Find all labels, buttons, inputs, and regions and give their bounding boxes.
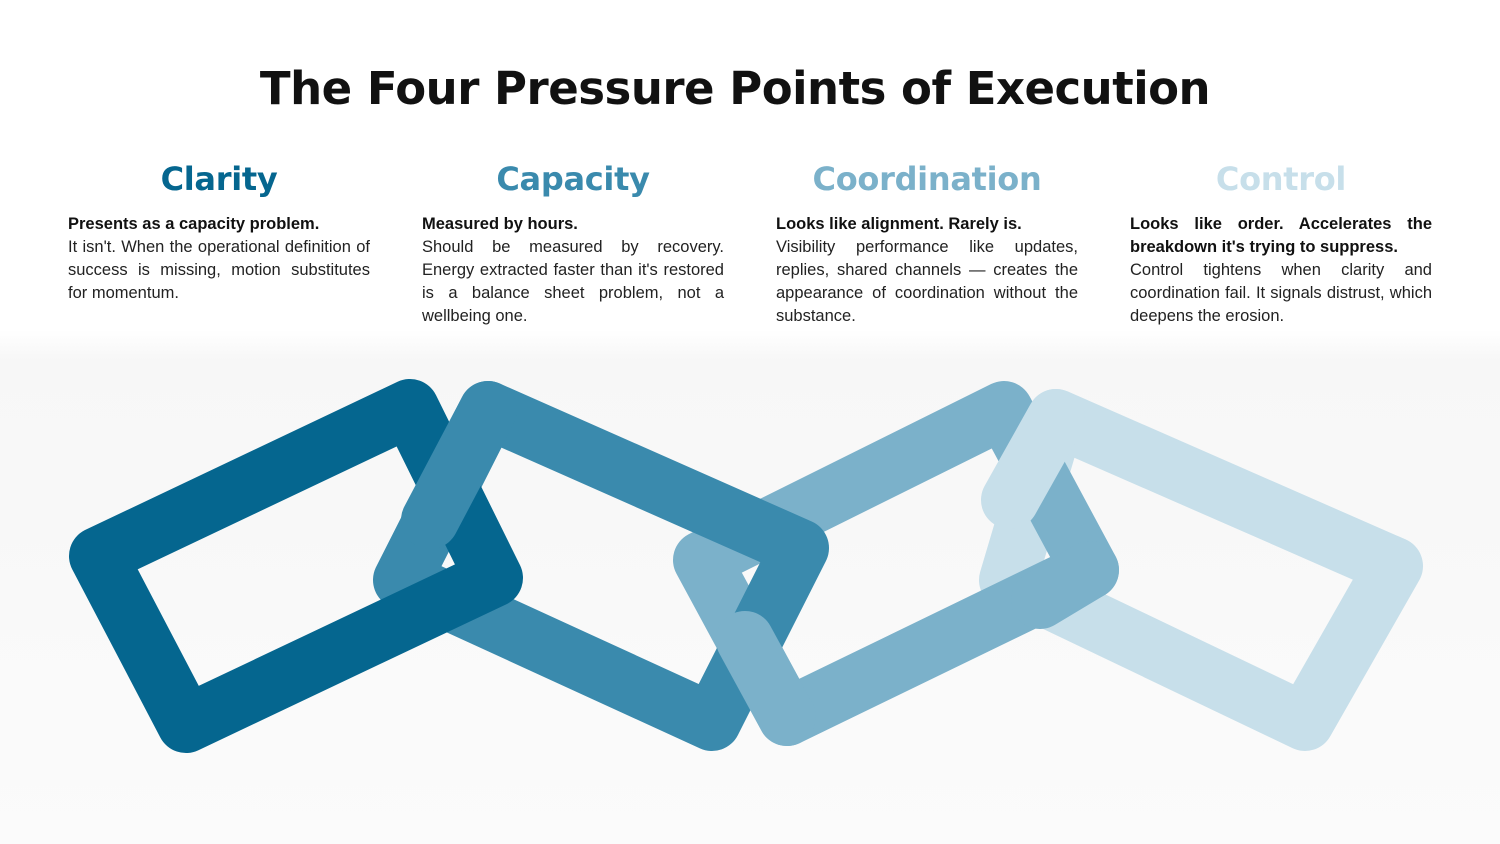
column-lead-capacity: Measured by hours. — [422, 215, 578, 233]
column-lead-coordination: Looks like alignment. Rarely is. — [776, 215, 1022, 233]
column-lead-control: Looks like order. Accelerates the breakd… — [1130, 215, 1432, 256]
page-title: The Four Pressure Points of Execution — [259, 62, 1211, 115]
column-body-coordination: Visibility performance like updates, rep… — [776, 238, 1078, 325]
chain-link-control — [979, 389, 1423, 751]
column-body-control: Control tightens when clarity and coordi… — [1130, 261, 1432, 325]
chain-interlock-overlaps — [401, 381, 1119, 746]
column-heading-capacity: Capacity — [496, 160, 650, 198]
column-body-clarity: It isn't. When the operational definitio… — [68, 238, 370, 302]
chain-link-clarity — [69, 379, 523, 753]
column-heading-clarity: Clarity — [160, 160, 278, 198]
column-heading-control: Control — [1215, 160, 1347, 198]
column-capacity: Capacity Measured by hours. Should be me… — [422, 155, 724, 328]
column-coordination: Coordination Looks like alignment. Rarel… — [776, 155, 1078, 328]
column-clarity: Clarity Presents as a capacity problem. … — [68, 155, 370, 305]
column-heading-coordination: Coordination — [812, 160, 1042, 198]
column-lead-clarity: Presents as a capacity problem. — [68, 215, 320, 233]
column-control: Control Looks like order. Accelerates th… — [1130, 155, 1432, 328]
column-body-capacity: Should be measured by recovery. Energy e… — [422, 238, 724, 325]
